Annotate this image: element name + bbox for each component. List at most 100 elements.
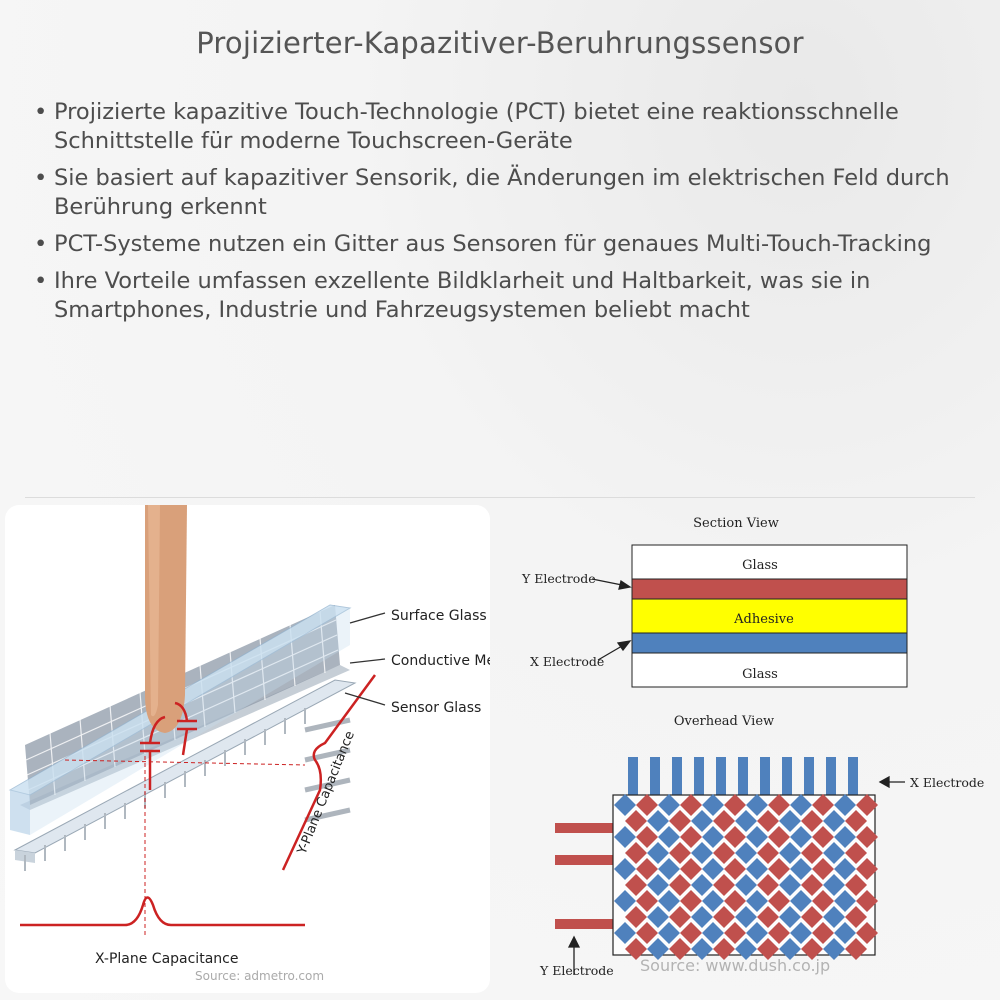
electrode-diamond [735, 906, 757, 928]
x-plane-label: X-Plane Capacitance [95, 951, 238, 967]
electrode-diamond [779, 874, 801, 896]
electrode-diamond [636, 826, 658, 848]
electrode-diamond [768, 794, 790, 816]
electrode-diamond [823, 906, 845, 928]
electrode-diamond [823, 810, 845, 832]
electrode-diamond [636, 890, 658, 912]
electrode-diamond [724, 922, 746, 944]
electrode-diamond [735, 842, 757, 864]
electrode-diamond [768, 890, 790, 912]
electrode-diamond [691, 874, 713, 896]
bullet-item: Projizierte kapazitive Touch-Technologie… [30, 98, 980, 156]
electrode-diamond [823, 938, 845, 960]
electrode-diamond [669, 938, 691, 960]
electrode-diamond [691, 842, 713, 864]
electrode-diamond [768, 922, 790, 944]
bullet-item: Sie basiert auf kapazitiver Sensorik, di… [30, 164, 980, 222]
electrode-diamond [636, 794, 658, 816]
electrode-diamond [658, 858, 680, 880]
electrode-diamond [702, 794, 724, 816]
electrode-diamond [834, 794, 856, 816]
electrode-diamond [713, 906, 735, 928]
electrode-diamond [812, 922, 834, 944]
electrode-diamond [724, 826, 746, 848]
electrode-diamond [779, 938, 801, 960]
electrode-diamond [746, 794, 768, 816]
page-title: Projizierter-Kapazitiver-Beruhrungssenso… [196, 26, 804, 60]
electrode-diamond [746, 890, 768, 912]
electrode-diamond [614, 794, 636, 816]
electrode-diamond [713, 810, 735, 832]
bullet-item: Ihre Vorteile umfassen exzellente Bildkl… [30, 267, 980, 325]
electrode-diamond [614, 890, 636, 912]
electrode-diamond [658, 794, 680, 816]
electrode-diamond [680, 922, 702, 944]
electrode-diamond [801, 906, 823, 928]
electrode-diamond [768, 858, 790, 880]
electrode-diamond [812, 794, 834, 816]
electrode-diamond [702, 826, 724, 848]
electrode-diamond [625, 810, 647, 832]
electrode-diamond [658, 826, 680, 848]
overhead-view-title: Overhead View [674, 714, 774, 729]
electrode-diamond [735, 874, 757, 896]
electrode-diamond [801, 874, 823, 896]
electrode-diamond [702, 858, 724, 880]
sensor-glass-label: Sensor Glass [391, 700, 481, 716]
electrode-diamond [669, 874, 691, 896]
electrode-diamond [724, 890, 746, 912]
electrode-diamond [834, 858, 856, 880]
electrode-diamond [790, 794, 812, 816]
electrode-diamond [625, 842, 647, 864]
electrode-diamond [614, 826, 636, 848]
electrode-diamond [801, 842, 823, 864]
electrode-diamond [757, 874, 779, 896]
electrode-diamond [724, 794, 746, 816]
electrode-diamond [856, 890, 878, 912]
glass-top-label: Glass [742, 558, 778, 573]
electrode-diamond [845, 810, 867, 832]
electrode-diamond [856, 794, 878, 816]
electrode-diamond [735, 938, 757, 960]
electrode-diamond [713, 938, 735, 960]
section-view-title: Section View [693, 516, 779, 531]
electrode-diamond [856, 922, 878, 944]
electrode-diamond [636, 858, 658, 880]
adhesive-label: Adhesive [733, 612, 794, 627]
surface-glass-label: Surface Glass [391, 608, 487, 624]
y-plane-label: Y-Plane Capacitance [294, 729, 357, 857]
electrode-diamond [680, 794, 702, 816]
electrode-diamond [614, 858, 636, 880]
overhead-arrows [567, 775, 905, 975]
electrode-diamond [724, 858, 746, 880]
electrode-diamond [768, 826, 790, 848]
electrode-diamond [812, 826, 834, 848]
bullet-item: PCT-Systeme nutzen ein Gitter aus Sensor… [30, 230, 980, 259]
electrode-diamond [845, 874, 867, 896]
electrode-diamond [812, 890, 834, 912]
electrode-diamond [779, 906, 801, 928]
electrode-diamond [658, 922, 680, 944]
electrode-diamond [757, 842, 779, 864]
conductive-mesh-label: Conductive Mesh [391, 653, 490, 669]
electrode-diamond [647, 810, 669, 832]
section-view-stack [631, 544, 908, 688]
electrode-diamond [823, 874, 845, 896]
electrode-diamond [801, 938, 823, 960]
electrode-diamonds [614, 794, 878, 960]
x-electrode-label: X Electrode [530, 654, 604, 669]
electrode-diamond [746, 826, 768, 848]
electrode-diamond [790, 922, 812, 944]
x-plane-curve [20, 896, 305, 927]
electrode-diamond [647, 874, 669, 896]
source-credit: Source: admetro.com [195, 969, 324, 983]
electrode-diamond [757, 810, 779, 832]
electrode-diamond [680, 826, 702, 848]
electrode-diamond [702, 890, 724, 912]
overhead-x-electrode-label: X Electrode [910, 775, 984, 790]
electrode-diamond [801, 810, 823, 832]
electrode-diamond [790, 858, 812, 880]
electrode-diamond [691, 938, 713, 960]
source-credit: Source: www.dush.co.jp [640, 956, 830, 975]
electrode-diamond [625, 874, 647, 896]
